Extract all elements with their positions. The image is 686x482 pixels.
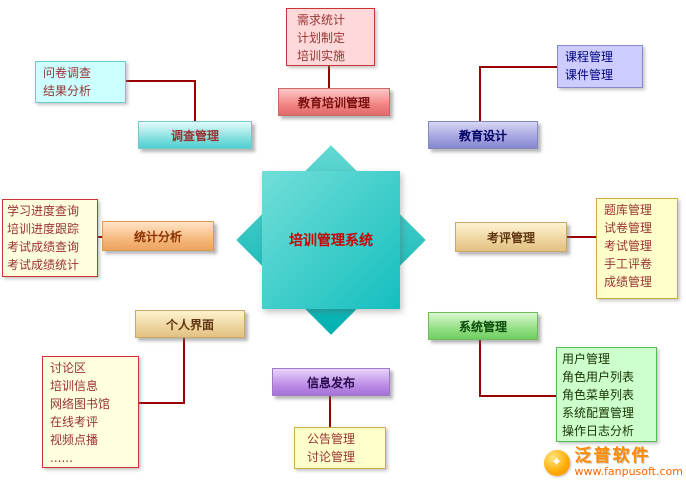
connector-info-vertical xyxy=(329,396,331,428)
detail-line: 操作日志分析 xyxy=(562,424,635,438)
detail-line: 培训信息 xyxy=(50,379,99,393)
connector-personal-vertical xyxy=(183,338,185,404)
stats-detail-box: 学习进度查询 培训进度跟踪 考试成绩查询 考试成绩统计 xyxy=(2,199,98,277)
assessment-detail-box: 题库管理 试卷管理 考试管理 手工评卷 成绩管理 xyxy=(596,198,678,299)
training-module: 教育培训管理 xyxy=(278,88,390,116)
detail-line: 成绩管理 xyxy=(604,275,653,289)
connector-design-vertical xyxy=(479,66,481,122)
assessment-module: 考评管理 xyxy=(455,222,567,252)
center-square-shape xyxy=(262,171,400,309)
center-title: 培训管理系统 xyxy=(289,233,373,249)
detail-line: 试卷管理 xyxy=(604,221,653,235)
connector-training-vertical xyxy=(328,64,330,89)
detail-line: 讨论区 xyxy=(50,361,87,375)
detail-line: 结果分析 xyxy=(43,84,92,98)
detail-line: 角色菜单列表 xyxy=(562,388,635,402)
detail-line: 课程管理 xyxy=(565,50,614,64)
connector-assessment-horizontal xyxy=(566,236,597,238)
detail-line: 手工评卷 xyxy=(604,257,653,271)
detail-line: 考试成绩统计 xyxy=(7,258,80,272)
detail-line: 视频点播 xyxy=(50,433,99,447)
detail-line: 系统配置管理 xyxy=(562,406,635,420)
logo-site-url: www.fanpusoft.com xyxy=(574,464,683,478)
detail-line: 讨论管理 xyxy=(307,450,356,464)
detail-line: 计划制定 xyxy=(297,31,346,45)
fanpu-logo-icon: ✦ xyxy=(543,449,570,476)
detail-line: 考试成绩查询 xyxy=(7,240,80,254)
detail-line: 问卷调查 xyxy=(43,66,92,80)
connector-system-vertical xyxy=(479,340,481,397)
detail-line: 培训实施 xyxy=(297,49,346,63)
connector-stats-horizontal xyxy=(96,236,104,238)
detail-line: 网络图书馆 xyxy=(50,397,111,411)
survey-detail-box: 问卷调查 结果分析 xyxy=(35,61,126,103)
connector-survey-horizontal xyxy=(123,80,196,82)
info-detail-box: 公告管理 讨论管理 xyxy=(294,427,386,469)
system-module: 系统管理 xyxy=(428,312,538,340)
detail-line: ...... xyxy=(50,451,73,465)
system-detail-box: 用户管理 角色用户列表 角色菜单列表 系统配置管理 操作日志分析 xyxy=(556,347,657,442)
detail-line: 课件管理 xyxy=(565,68,614,82)
connector-survey-vertical xyxy=(194,80,196,122)
detail-line: 用户管理 xyxy=(562,352,611,366)
personal-module: 个人界面 xyxy=(135,310,245,338)
fanpusoft-watermark[interactable]: ✦ 泛普软件 www.fanpusoft.com xyxy=(543,446,683,478)
connector-personal-horizontal xyxy=(137,402,185,404)
survey-module: 调查管理 xyxy=(138,121,252,149)
detail-line: 角色用户列表 xyxy=(562,370,635,384)
personal-detail-box: 讨论区 培训信息 网络图书馆 在线考评 视频点播 ...... xyxy=(42,356,139,468)
detail-line: 在线考评 xyxy=(50,415,99,429)
design-module: 教育设计 xyxy=(428,121,538,149)
stats-module: 统计分析 xyxy=(102,221,214,251)
detail-line: 学习进度查询 xyxy=(7,204,80,218)
detail-line: 公告管理 xyxy=(307,432,356,446)
training-detail-box: 需求统计 计划制定 培训实施 xyxy=(286,8,375,66)
detail-line: 需求统计 xyxy=(297,13,346,27)
detail-line: 题库管理 xyxy=(604,203,653,217)
detail-line: 培训进度跟踪 xyxy=(7,222,80,236)
design-detail-box: 课程管理 课件管理 xyxy=(557,45,643,88)
logo-brand-text: 泛普软件 xyxy=(574,446,651,467)
connector-design-horizontal xyxy=(479,66,559,68)
detail-line: 考试管理 xyxy=(604,239,653,253)
info-module: 信息发布 xyxy=(272,368,390,396)
connector-system-horizontal xyxy=(479,395,557,397)
